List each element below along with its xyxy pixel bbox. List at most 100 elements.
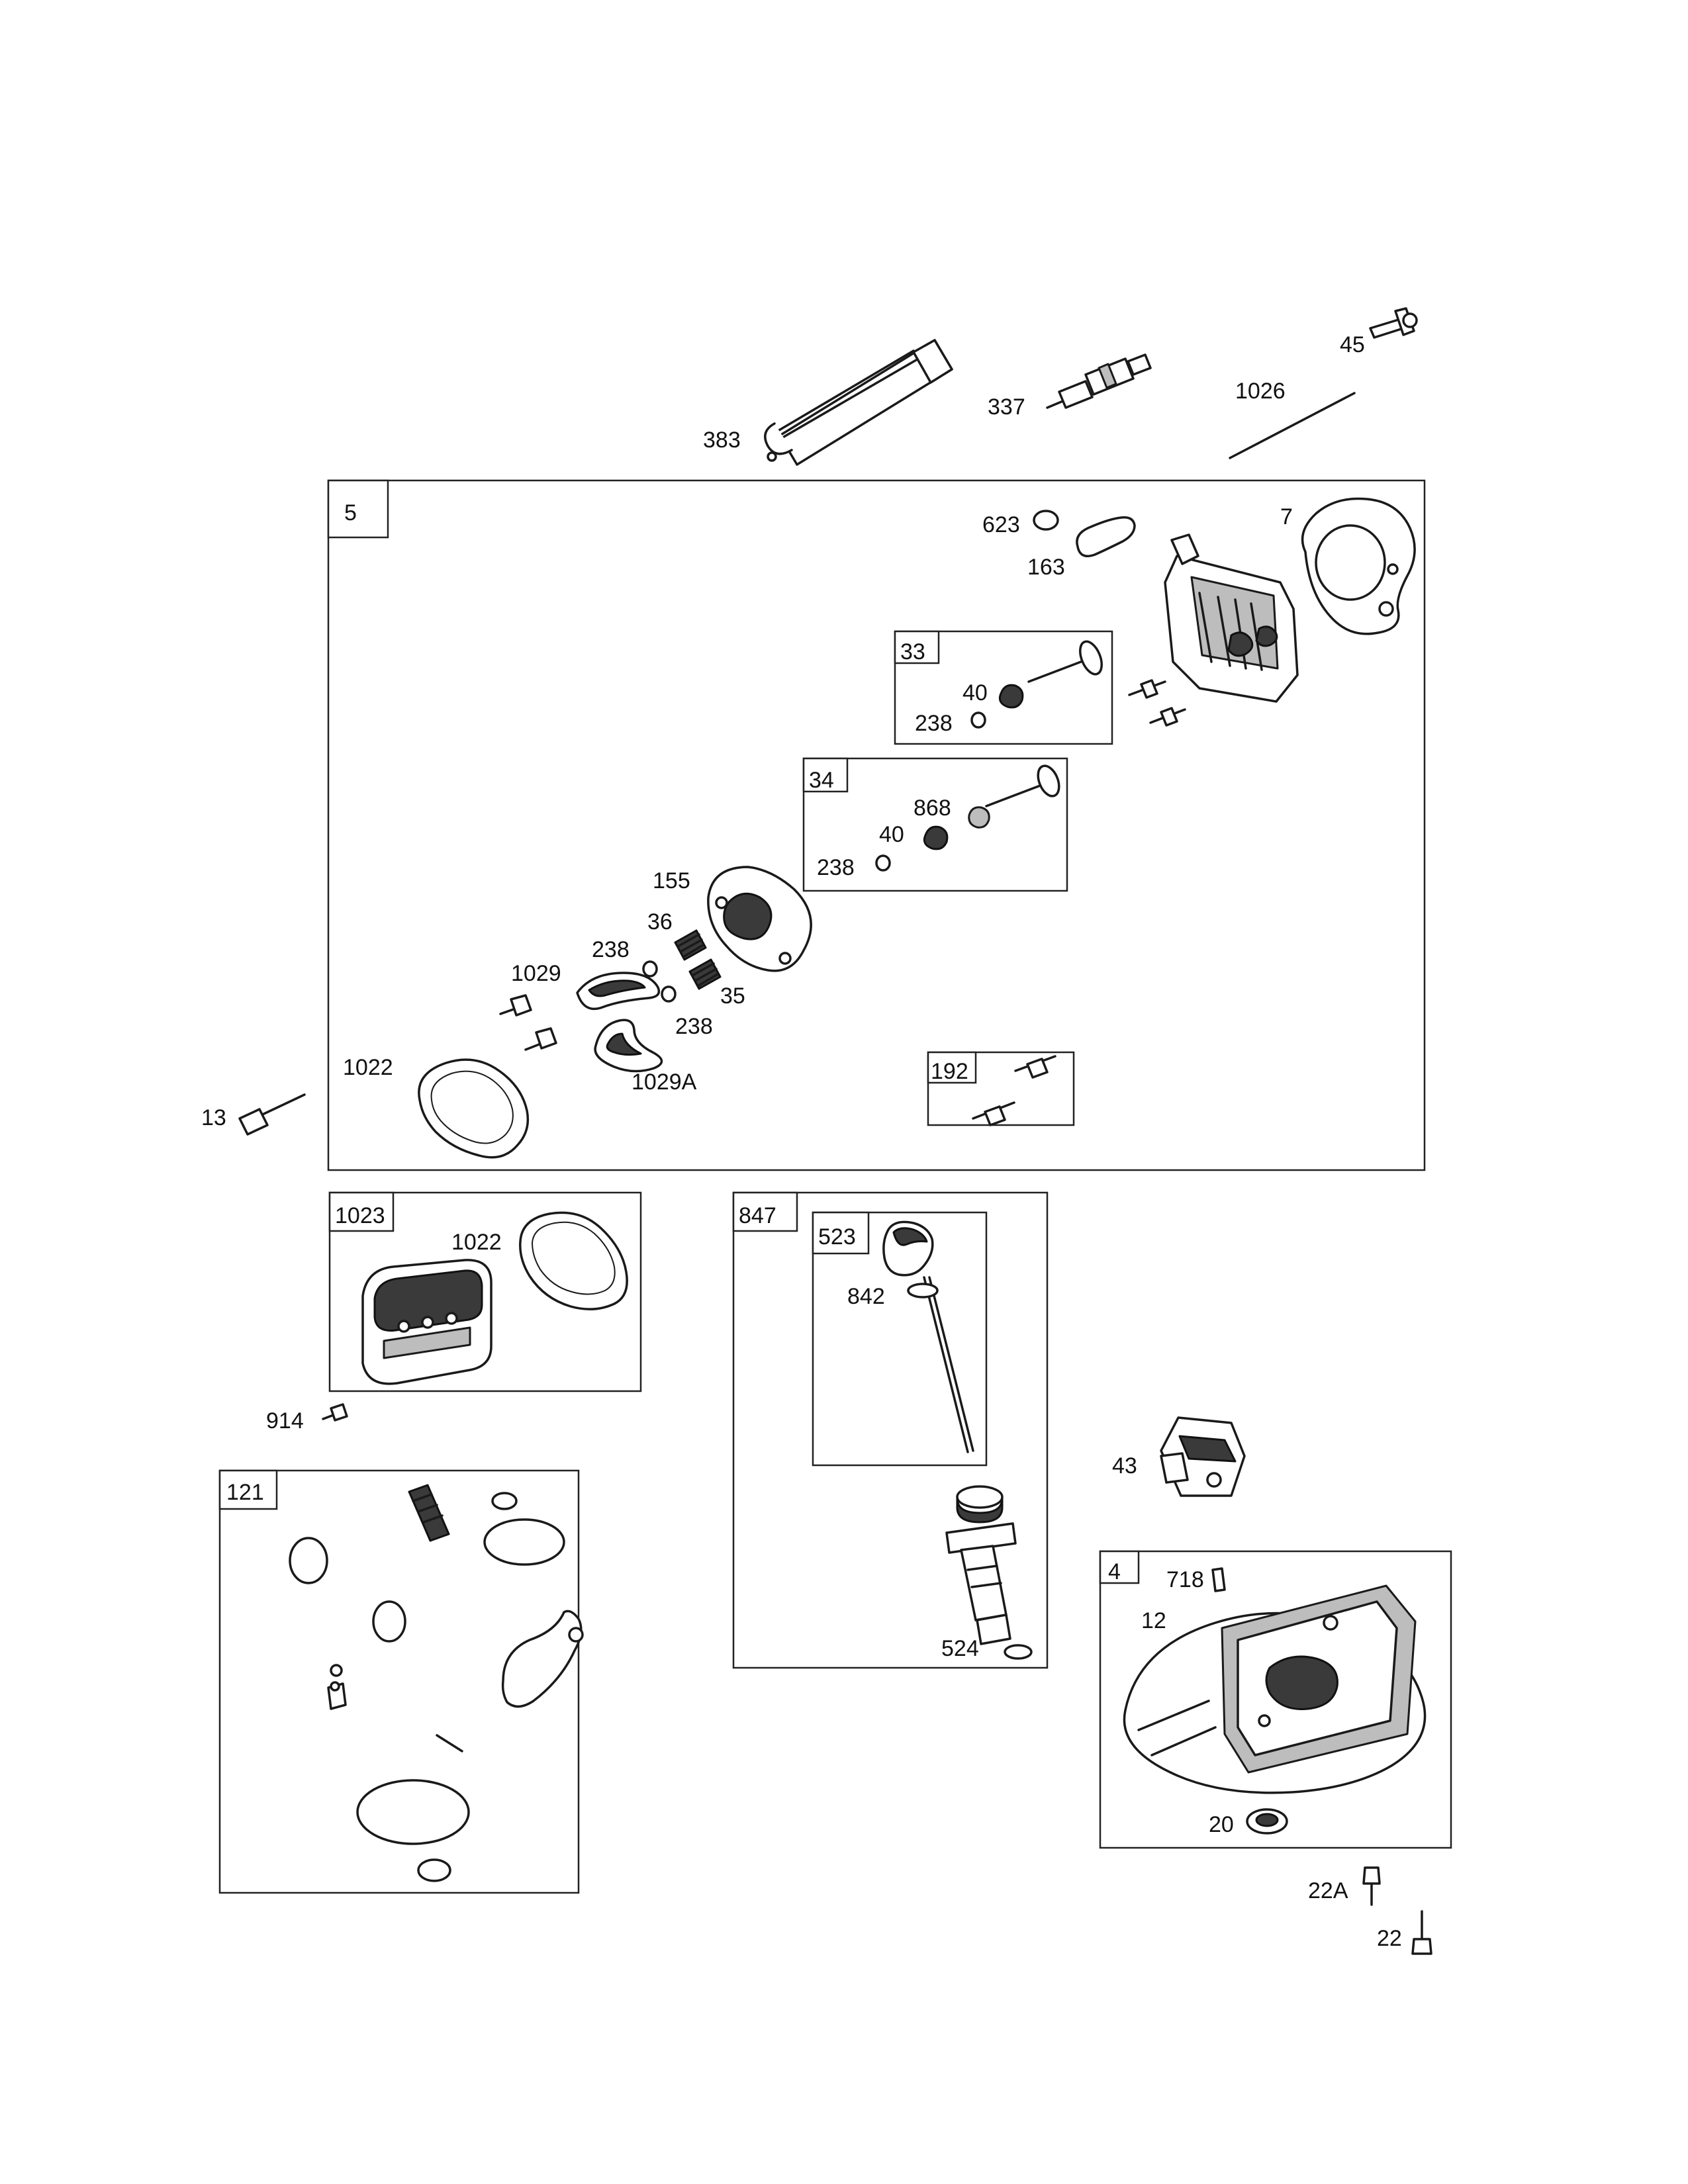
oil-seal-20-icon — [1246, 1808, 1288, 1835]
label-43: 43 — [1112, 1453, 1137, 1479]
label-1029a: 1029A — [632, 1069, 697, 1095]
label-623: 623 — [982, 512, 1020, 537]
rocker-stud-b-icon — [524, 1027, 557, 1051]
bolt-22-icon — [1411, 1910, 1432, 1955]
label-238b: 238 — [817, 855, 855, 880]
kit-gasket-icon — [501, 1610, 584, 1708]
rocker-cover-icon — [361, 1259, 492, 1385]
group-5-frame — [327, 479, 1426, 1171]
box-label-1023: 1023 — [335, 1203, 385, 1228]
bolt-13-icon — [238, 1093, 306, 1136]
label-22a: 22A — [1308, 1878, 1348, 1903]
retainer-238a-icon — [970, 711, 986, 729]
group-5-tag — [327, 479, 389, 539]
label-40b: 40 — [879, 822, 904, 847]
seal-623-icon — [1033, 510, 1059, 531]
retainer-238d-icon — [661, 985, 677, 1003]
label-238d: 238 — [675, 1014, 713, 1039]
group-34-tag — [802, 757, 849, 793]
label-155: 155 — [653, 868, 690, 893]
intake-valve-icon — [968, 764, 1060, 829]
kit-ring-e-icon — [417, 1858, 451, 1882]
kit-ring-c-icon — [372, 1600, 406, 1643]
label-1022b: 1022 — [451, 1230, 502, 1255]
label-842: 842 — [847, 1284, 885, 1309]
label-7: 7 — [1280, 504, 1293, 529]
label-22: 22 — [1377, 1926, 1402, 1951]
governor-bracket-icon — [1160, 1416, 1246, 1497]
bolt-914-icon — [322, 1403, 348, 1422]
group-847-tag — [732, 1191, 798, 1232]
group-4-tag — [1099, 1550, 1140, 1584]
rocker-arm-a-icon — [594, 1019, 663, 1073]
retainer-238c-icon — [642, 960, 658, 978]
label-337: 337 — [988, 394, 1025, 420]
label-12: 12 — [1141, 1608, 1166, 1633]
group-33-tag — [894, 630, 940, 664]
gasket-163-icon — [1076, 516, 1136, 557]
rocker-arm-icon — [576, 972, 661, 1011]
label-13: 13 — [201, 1105, 226, 1130]
box-label-192: 192 — [931, 1059, 968, 1084]
group-33-frame — [894, 630, 1113, 745]
box-label-121: 121 — [226, 1480, 264, 1505]
head-gasket-icon — [1301, 497, 1416, 635]
label-35: 35 — [720, 983, 745, 1009]
box-label-4: 4 — [1108, 1559, 1121, 1584]
sump-cover-icon — [1123, 1584, 1427, 1794]
label-20: 20 — [1209, 1812, 1234, 1837]
part-drawings — [238, 307, 1432, 1955]
group-523-tag — [812, 1211, 870, 1255]
part-labels: 383 337 45 1026 623 7 163 40 238 868 40 … — [201, 332, 1402, 1951]
valve-spring-35-icon — [688, 958, 722, 990]
group-1023-frame — [328, 1191, 642, 1392]
label-45: 45 — [1340, 332, 1365, 357]
label-238c: 238 — [592, 937, 630, 962]
kit-valve-part-icon — [327, 1681, 347, 1710]
breather-192-icon — [972, 1055, 1056, 1126]
kit-small-ring-a-icon — [491, 1492, 518, 1510]
label-718: 718 — [1166, 1567, 1204, 1592]
label-36: 36 — [647, 909, 673, 934]
box-label-33: 33 — [900, 639, 925, 664]
box-numbers: 5 33 34 192 1023 847 523 121 4 — [226, 500, 1121, 1584]
rocker-stud-a-icon — [499, 994, 532, 1017]
label-40a: 40 — [962, 680, 988, 705]
rocker-plate-icon — [707, 866, 812, 972]
label-524: 524 — [941, 1636, 979, 1661]
retainer-238b-icon — [875, 854, 891, 872]
push-rod-icon — [1229, 392, 1356, 459]
valve-seal-40a-icon — [998, 684, 1024, 709]
exhaust-valve-icon — [1027, 640, 1103, 683]
label-914: 914 — [266, 1408, 304, 1433]
valve-seal-40b-icon — [923, 825, 949, 850]
label-868: 868 — [914, 796, 951, 821]
rocker-gasket-a-icon — [418, 1058, 530, 1159]
label-1026: 1026 — [1235, 379, 1286, 404]
box-label-34: 34 — [809, 768, 834, 793]
head-bolts-icon — [1128, 679, 1186, 727]
spark-plug-icon — [1046, 353, 1152, 409]
label-1022a: 1022 — [343, 1055, 393, 1080]
kit-ring-xlarge-icon — [356, 1779, 470, 1845]
dipstick-icon — [882, 1220, 974, 1453]
seal-524-icon — [1004, 1644, 1033, 1660]
kit-ring-large-icon — [483, 1518, 565, 1566]
cylinder-head-icon — [1164, 533, 1299, 703]
group-121-frame — [218, 1469, 580, 1894]
group-121-tag — [218, 1469, 278, 1510]
box-label-5: 5 — [344, 500, 357, 525]
group-4-frame — [1099, 1550, 1452, 1849]
label-163: 163 — [1027, 555, 1065, 580]
group-1023-tag — [328, 1191, 395, 1232]
dipstick-tube-icon — [945, 1485, 1017, 1645]
spark-plug-wrench-icon — [764, 339, 953, 466]
group-192-frame — [927, 1051, 1075, 1126]
box-label-847: 847 — [739, 1203, 776, 1228]
label-238a: 238 — [915, 711, 953, 736]
group-847-frame — [732, 1191, 1049, 1669]
box-label-523: 523 — [818, 1224, 856, 1250]
kit-ring-b-icon — [289, 1537, 328, 1584]
rocker-gasket-b-icon — [519, 1211, 628, 1310]
